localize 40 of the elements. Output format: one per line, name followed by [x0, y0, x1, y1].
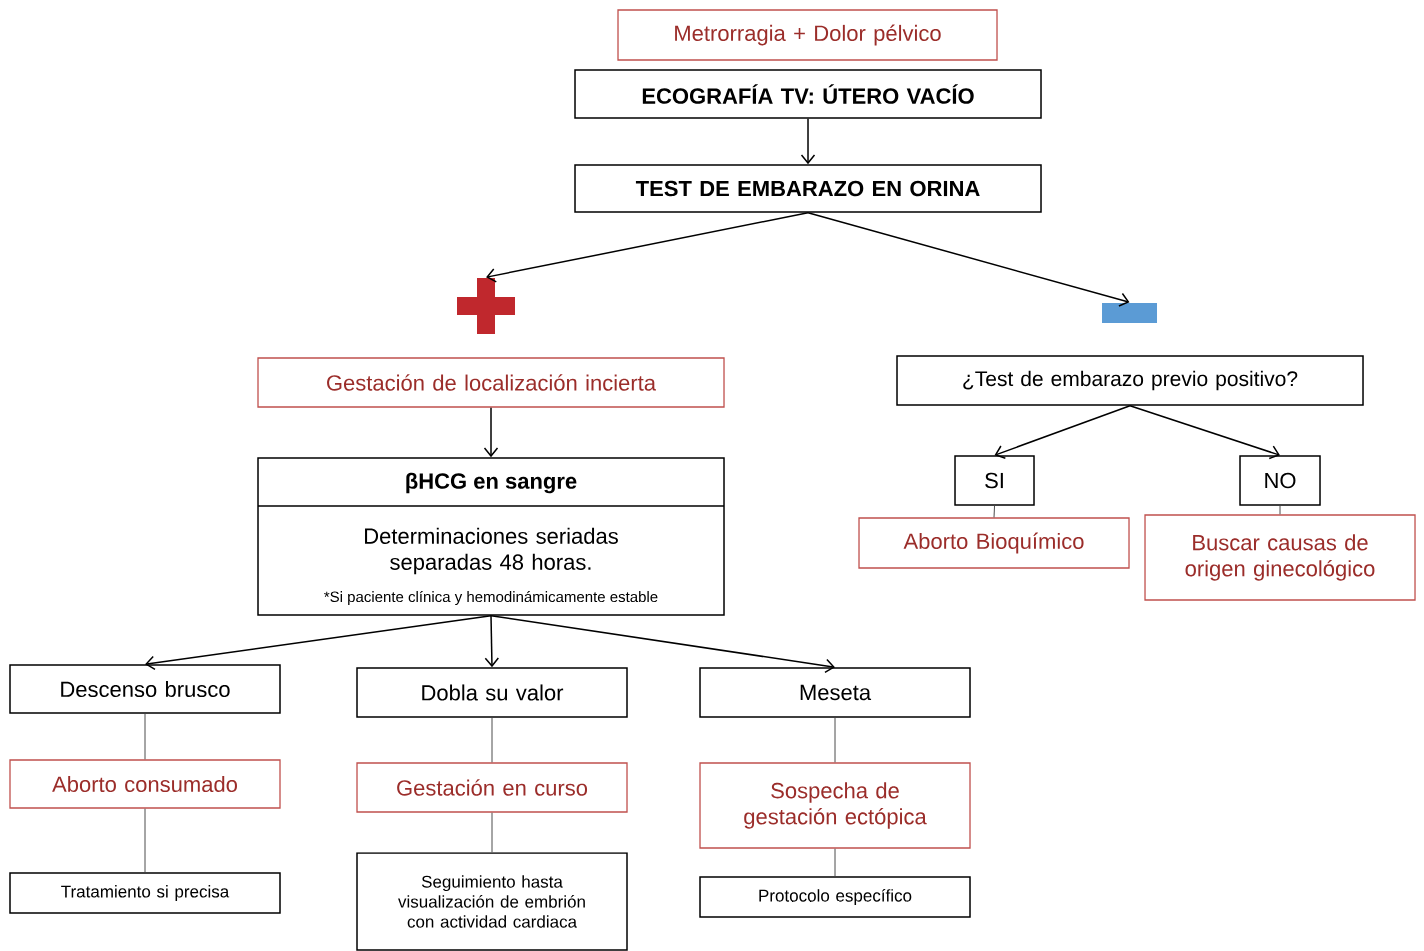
connector-line — [834, 848, 836, 877]
finding-box: Gestación en curso — [356, 762, 628, 813]
heading-text: βHCG en sangre — [406, 472, 577, 494]
process-box: ¿Test de embarazo previo positivo? — [896, 355, 1364, 406]
body-text: Determinaciones seriadas separadas 48 horas. — [365, 527, 618, 575]
minus-sign — [1102, 303, 1157, 323]
process-box: Protocolo específico — [699, 876, 971, 918]
connector-line — [1279, 505, 1281, 515]
arrow — [490, 615, 835, 674]
process-box: SI — [954, 455, 1035, 506]
finding-box: Aborto Bioquímico — [858, 517, 1130, 569]
process-box: Descenso brusco — [9, 664, 281, 714]
process-box: Meseta — [699, 667, 971, 718]
finding-box: Buscar causas de origen ginecológico — [1144, 514, 1416, 601]
connector-line — [834, 717, 836, 763]
finding-box: Metrorragia + Dolor pélvico — [617, 9, 998, 61]
step-box: ECOGRAFÍA TV: ÚTERO VACÍO — [574, 69, 1042, 119]
connector-line — [993, 505, 995, 518]
arrow — [486, 212, 809, 283]
arrow — [807, 212, 1130, 307]
arrow — [800, 118, 816, 165]
process-box: NO — [1239, 455, 1321, 506]
connector-line — [144, 808, 146, 873]
arrow — [484, 615, 500, 668]
finding-box: Aborto consumado — [9, 759, 281, 809]
process-box: Dobla su valor — [356, 667, 628, 718]
step-box: TEST DE EMBARAZO EN ORINA — [574, 164, 1042, 213]
arrow — [483, 406, 499, 458]
connector-line — [491, 812, 493, 853]
connector-line — [144, 713, 146, 760]
finding-box: Gestación de localización incierta — [257, 357, 725, 408]
process-box: Tratamiento si precisa — [9, 872, 281, 914]
arrow — [994, 405, 1131, 459]
process-box: Seguimiento hasta visualización de embrión con actividad cardiaca — [356, 852, 628, 951]
finding-box: Sospecha de gestación ectópica — [699, 762, 971, 849]
footnote-text: *Si paciente clínica y hemodinámicamente estable — [324, 590, 658, 606]
arrow — [145, 615, 492, 671]
arrow — [1129, 405, 1280, 460]
connector-line — [491, 717, 493, 763]
plus-sign — [457, 278, 515, 334]
